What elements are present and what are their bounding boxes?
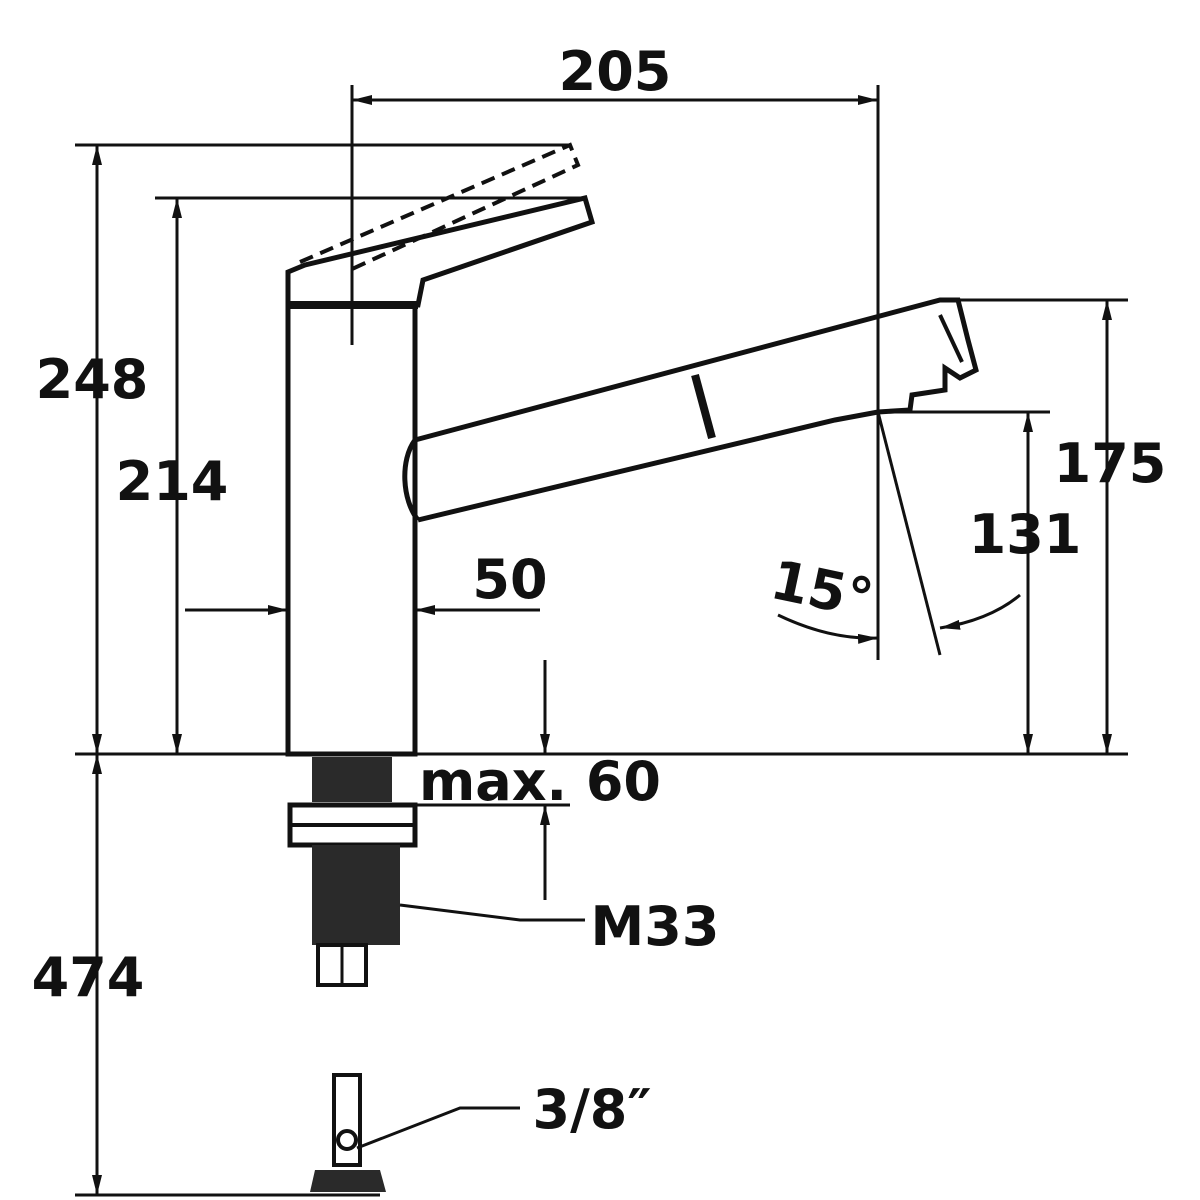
dimension-label-hose-length: 474 — [32, 946, 145, 1009]
dimension-label-handle-height: 214 — [116, 450, 229, 513]
dimension-label-thread: M33 — [591, 895, 720, 958]
dimension-label-connection: 3/8″ — [533, 1078, 652, 1141]
lever-raised-outline — [299, 142, 581, 272]
dimension-label-outlet-height: 131 — [969, 503, 1082, 566]
dimension-label-total-height: 248 — [36, 348, 149, 411]
reference-lines — [75, 85, 1128, 1197]
dimension-label-width: 205 — [559, 40, 672, 103]
hose-connection — [310, 1073, 386, 1192]
spout — [402, 297, 979, 523]
dimension-label-mount-thickness: max. 60 — [419, 750, 661, 813]
dimension-lines — [92, 95, 1112, 1195]
mounting-shank — [287, 757, 418, 987]
dimension-label-base-diameter: 50 — [472, 548, 547, 611]
dimension-label-spout-height: 175 — [1054, 432, 1167, 495]
